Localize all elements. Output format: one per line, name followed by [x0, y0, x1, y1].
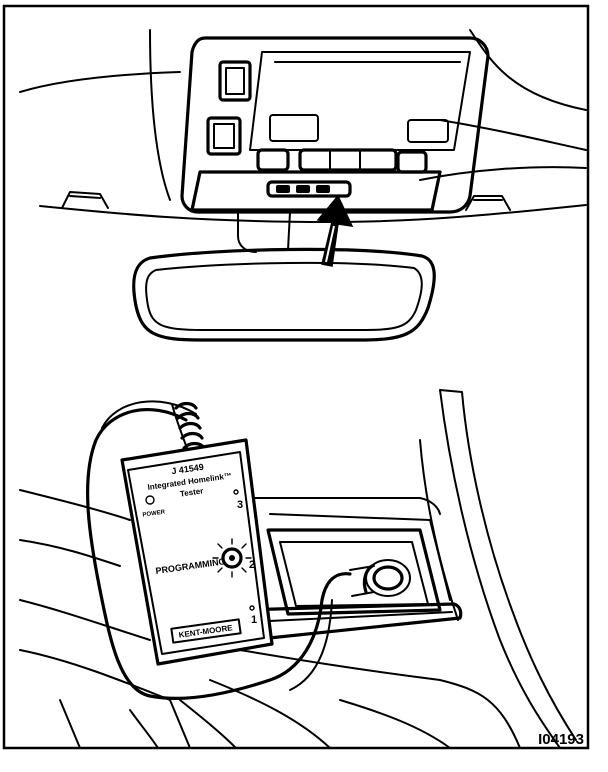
dashboard-scene: J 41549 Integrated Homelink™ Tester POWE… — [19, 389, 577, 749]
tester-name-line2: Tester — [179, 486, 203, 498]
indicator-2-label: 2 — [249, 559, 255, 571]
tester-model-number: J 41549 — [171, 462, 205, 476]
programming-button — [212, 538, 252, 578]
pointer-arrow — [316, 194, 354, 267]
power-label: POWER — [142, 509, 166, 518]
figure-id: I04193 — [538, 731, 584, 748]
indicator-3-led — [233, 489, 239, 495]
figure-border — [2, 4, 590, 750]
brand-plate — [170, 618, 242, 644]
overhead-console-scene — [19, 29, 587, 342]
indicator-1-led — [249, 605, 255, 611]
homelink-tester: J 41549 Integrated Homelink™ Tester POWE… — [120, 438, 274, 666]
indicator-3-label: 3 — [237, 499, 243, 511]
power-indicator-led — [145, 495, 155, 505]
indicator-1-label: 1 — [251, 614, 257, 626]
